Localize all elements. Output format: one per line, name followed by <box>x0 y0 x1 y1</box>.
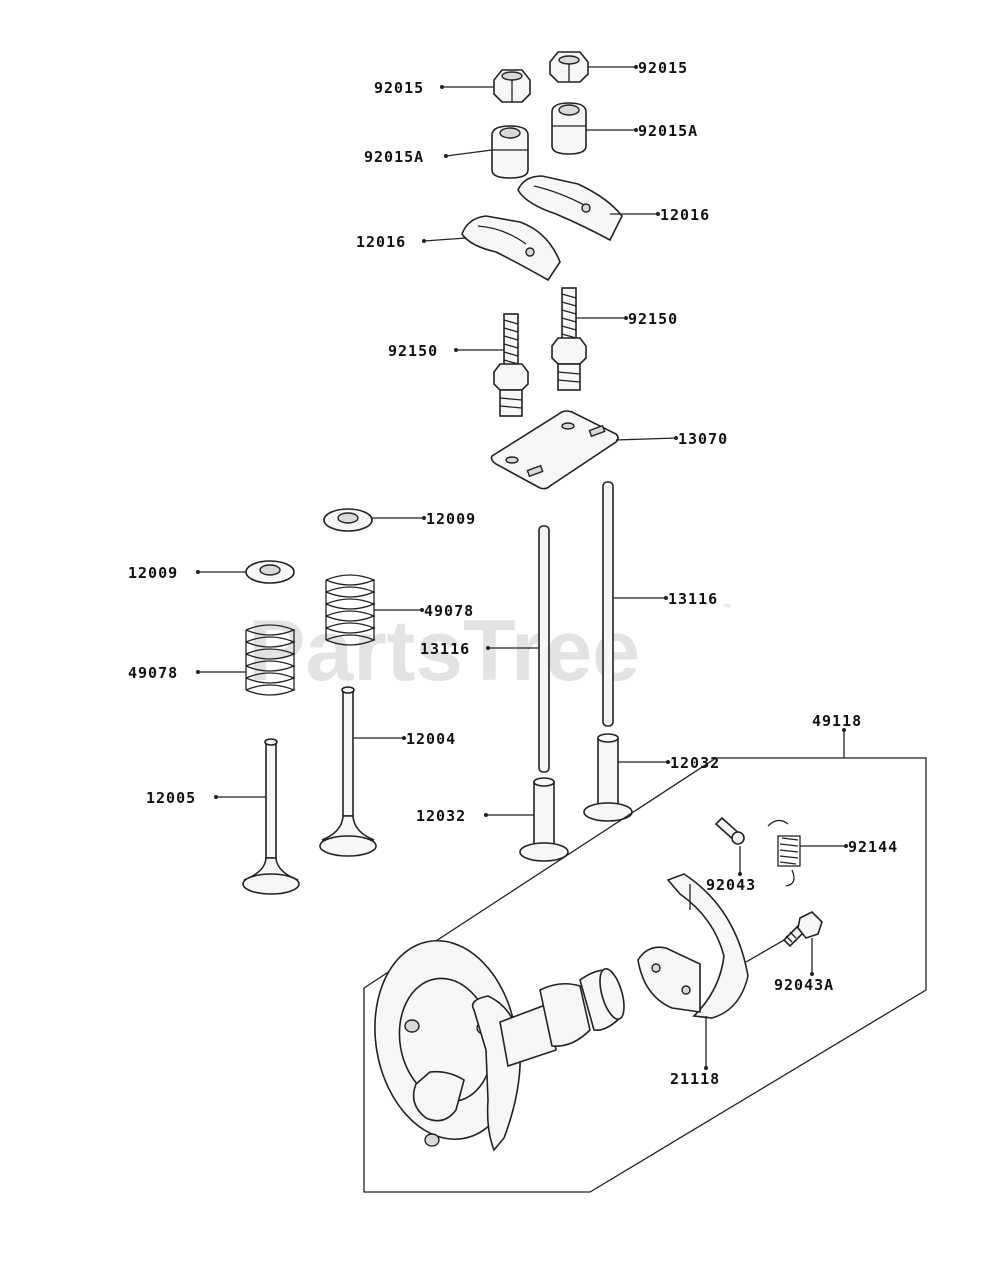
label-12016-left: 12016 <box>356 233 406 251</box>
label-12032-right: 12032 <box>670 754 720 772</box>
label-49118: 49118 <box>812 712 862 730</box>
label-92043: 92043 <box>706 876 756 894</box>
label-92144: 92144 <box>848 838 898 856</box>
tappet-right <box>583 733 633 822</box>
label-13116-center: 13116 <box>420 640 470 658</box>
label-12009-upper: 12009 <box>426 510 476 528</box>
label-12032-center: 12032 <box>416 807 466 825</box>
watermark: PartsTree <box>248 603 640 699</box>
label-49078-left: 49078 <box>128 664 178 682</box>
intake-valve <box>319 686 377 857</box>
nut-left <box>493 69 531 103</box>
label-92043A: 92043A <box>774 976 834 994</box>
label-12009-lower: 12009 <box>128 564 178 582</box>
stud-right <box>551 287 587 391</box>
label-13116-right: 13116 <box>668 590 718 608</box>
push-rod-right <box>602 481 614 727</box>
watermark-trademark: ™ <box>722 602 731 612</box>
label-92015A-right: 92015A <box>638 122 698 140</box>
label-92015-left: 92015 <box>374 79 424 97</box>
pin <box>714 816 745 845</box>
rocker-arm-left <box>461 215 561 282</box>
retainer-lower <box>245 560 295 584</box>
nut-right <box>549 51 589 83</box>
adjuster-right <box>551 102 587 155</box>
camshaft-assembly-frame <box>363 757 927 1193</box>
guide-plate <box>490 410 619 490</box>
bolt <box>782 911 823 948</box>
camshaft <box>499 968 625 1068</box>
label-92015A-left: 92015A <box>364 148 424 166</box>
governor-arm <box>637 873 749 1019</box>
label-21118: 21118 <box>670 1070 720 1088</box>
label-92150-left: 92150 <box>388 342 438 360</box>
retainer-upper <box>323 508 373 532</box>
label-92015-right: 92015 <box>638 59 688 77</box>
stud-left <box>493 313 529 417</box>
label-92150-right: 92150 <box>628 310 678 328</box>
push-rod-center <box>538 525 550 773</box>
exhaust-valve <box>242 738 300 895</box>
adjuster-left <box>491 125 529 179</box>
rocker-arm-right <box>517 175 623 242</box>
label-12016-right: 12016 <box>660 206 710 224</box>
tappet-center <box>519 777 569 862</box>
label-49078-right: 49078 <box>424 602 474 620</box>
leader-lines <box>196 65 848 1070</box>
label-13070: 13070 <box>678 430 728 448</box>
valve-spring-left <box>245 624 296 696</box>
label-12004: 12004 <box>406 730 456 748</box>
label-12005: 12005 <box>146 789 196 807</box>
governor-spring <box>767 819 801 887</box>
cam-gear <box>374 939 521 1152</box>
